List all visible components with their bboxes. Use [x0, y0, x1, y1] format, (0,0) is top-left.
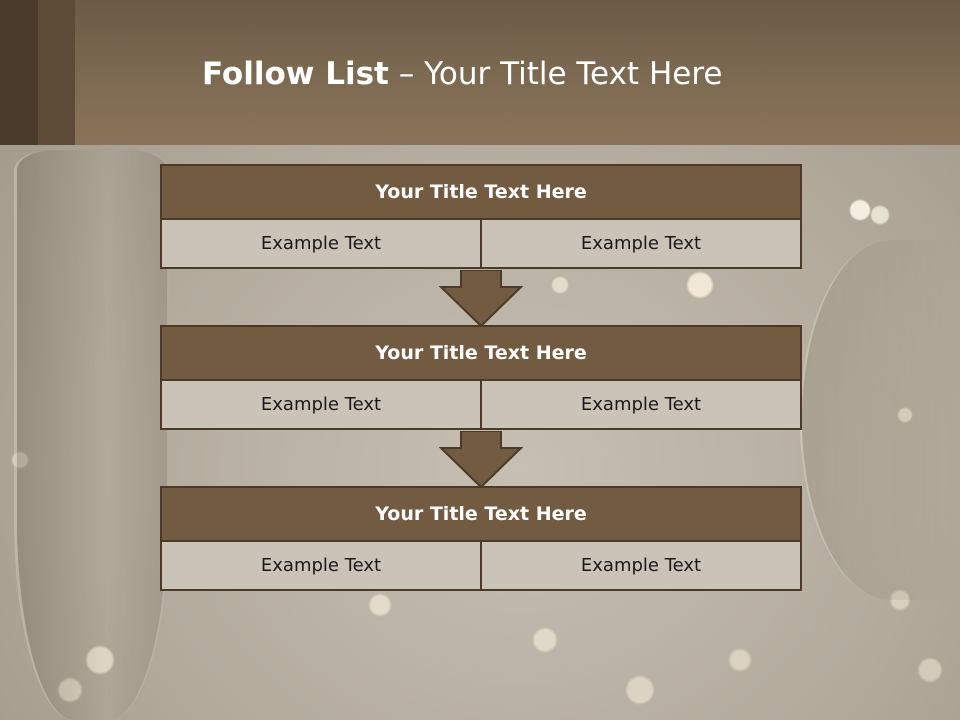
list-block: Your Title Text Here Example Text Exampl…: [160, 325, 802, 430]
block-row: Example Text Example Text: [160, 220, 802, 269]
list-block: Your Title Text Here Example Text Exampl…: [160, 164, 802, 269]
header-accent-strip: [0, 0, 38, 145]
slide-title: Follow List – Your Title Text Here: [202, 56, 722, 92]
champagne-glass-right: [800, 240, 960, 600]
block-cell: Example Text: [482, 381, 802, 430]
champagne-glass-left: [14, 150, 169, 720]
title-bar: Follow List – Your Title Text Here: [0, 0, 960, 145]
slide-title-bold: Follow List: [202, 56, 389, 92]
slide-title-rest: – Your Title Text Here: [388, 56, 723, 92]
block-row: Example Text Example Text: [160, 381, 802, 430]
block-cell: Example Text: [160, 381, 482, 430]
block-cell: Example Text: [160, 542, 482, 591]
block-cell: Example Text: [482, 542, 802, 591]
block-cell: Example Text: [482, 220, 802, 269]
header-accent-strip: [38, 0, 75, 145]
block-title: Your Title Text Here: [160, 486, 802, 542]
block-row: Example Text Example Text: [160, 542, 802, 591]
block-cell: Example Text: [160, 220, 482, 269]
block-title: Your Title Text Here: [160, 325, 802, 381]
block-title: Your Title Text Here: [160, 164, 802, 220]
down-arrow-icon: [439, 270, 523, 327]
list-block: Your Title Text Here Example Text Exampl…: [160, 486, 802, 591]
down-arrow-icon: [439, 431, 523, 488]
